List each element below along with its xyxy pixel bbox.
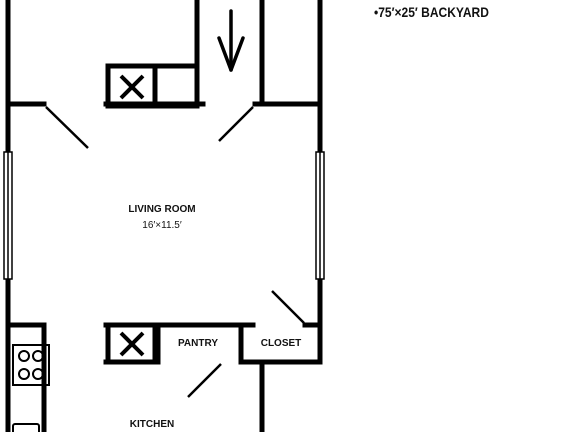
x-box-icon <box>105 63 200 109</box>
backyard-note: •75′×25′ BACKYARD <box>374 4 489 20</box>
door-top-right <box>218 106 254 142</box>
closet-label: CLOSET <box>261 338 302 349</box>
pantry-label: PANTRY <box>178 338 218 349</box>
windows <box>3 151 325 280</box>
door-top-left <box>45 106 89 149</box>
arrow-down-icon <box>217 9 245 72</box>
door-closet <box>271 290 305 324</box>
doors <box>45 106 305 398</box>
kitchen-label: KITCHEN <box>130 419 174 430</box>
door-kitchen <box>187 363 222 398</box>
stove-icon <box>12 344 50 386</box>
living-room-label: LIVING ROOM <box>128 204 195 215</box>
living-room-size: 16′×11.5′ <box>142 220 182 231</box>
x-box-icon <box>105 322 158 365</box>
kitchen-counter <box>12 423 40 432</box>
